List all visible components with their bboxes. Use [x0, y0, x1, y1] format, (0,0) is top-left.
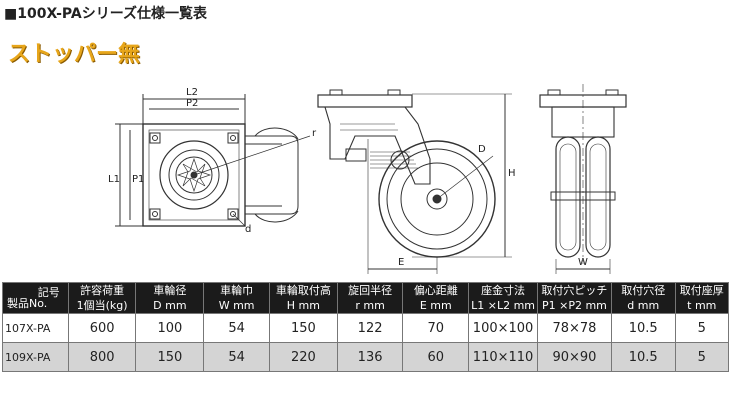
label-l1: L1 — [108, 174, 120, 185]
table-cell: 5 — [674, 342, 730, 372]
label-e: E — [398, 257, 404, 268]
header-corner: 記号 製品No. — [2, 282, 69, 314]
table-cell: 136 — [336, 342, 404, 372]
table-cell: 54 — [203, 313, 270, 343]
label-p2: P2 — [186, 98, 198, 109]
table-cell: 90×90 — [536, 342, 612, 372]
label-p1: P1 — [132, 174, 144, 185]
table-cell: 150 — [135, 342, 205, 372]
model-cell: 109X-PA — [2, 342, 69, 372]
model-cell: 107X-PA — [2, 313, 69, 343]
table-cell: 110×110 — [468, 342, 538, 372]
table-row: 107X-PA 600 100 54 150 122 70 100×100 78… — [2, 313, 730, 343]
table-cell: 60 — [402, 342, 470, 372]
front-view — [539, 84, 627, 274]
label-h: H — [508, 168, 516, 179]
table-row: 109X-PA 800 150 54 220 136 60 110×110 90… — [2, 342, 730, 372]
table-cell: 100×100 — [468, 313, 538, 343]
table-cell: 800 — [67, 342, 137, 372]
label-d-hole: d — [245, 224, 251, 235]
table-cell: 70 — [402, 313, 470, 343]
top-view — [115, 94, 311, 227]
table-cell: 600 — [67, 313, 137, 343]
table-cell: 100 — [135, 313, 205, 343]
caster-technical-drawing: L2 P2 L1 P1 r d D H E — [108, 84, 627, 274]
corner-bottom-label: 製品No. — [7, 297, 48, 310]
label-w: W — [578, 257, 588, 268]
table-cell: 78×78 — [536, 313, 612, 343]
page-title: ■100X-PAシリーズ仕様一覧表 — [4, 6, 208, 22]
corner-top-label: 記号 — [37, 286, 60, 299]
section-subtitle: ストッパー無 — [8, 42, 141, 67]
label-l2: L2 — [186, 87, 198, 98]
table-cell: 220 — [268, 342, 338, 372]
table-cell: 122 — [336, 313, 404, 343]
table-cell: 54 — [203, 342, 270, 372]
table-cell: 5 — [674, 313, 730, 343]
side-view — [317, 89, 512, 274]
label-d-wheel: D — [478, 144, 486, 155]
label-r: r — [312, 128, 317, 139]
table-cell: 10.5 — [610, 342, 676, 372]
table-cell: 10.5 — [610, 313, 676, 343]
table-cell: 150 — [268, 313, 338, 343]
